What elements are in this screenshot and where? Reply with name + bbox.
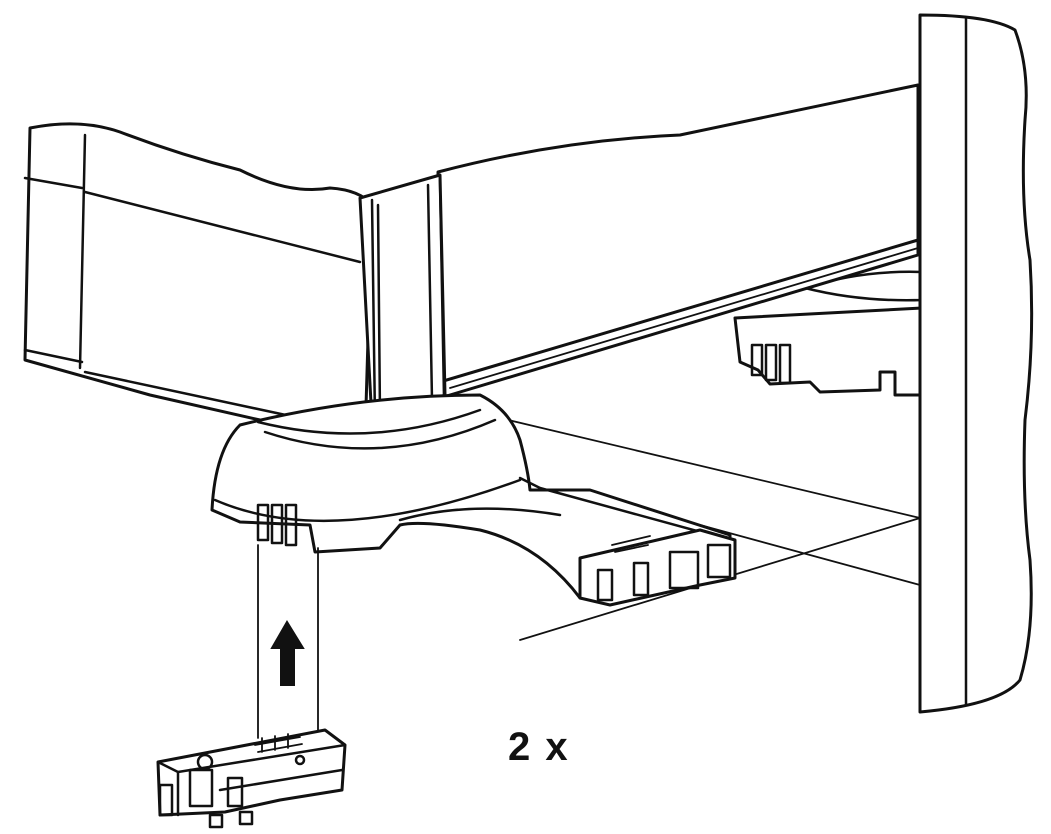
front-rail — [23, 122, 374, 442]
arrow-up-icon — [270, 620, 305, 686]
front-foot — [210, 393, 737, 607]
corner-connector — [358, 173, 447, 424]
glide-clip — [156, 728, 347, 829]
quantity-label: 2 x — [508, 725, 570, 769]
upright-panel — [918, 13, 1034, 714]
guide-lines — [257, 544, 319, 739]
side-rail — [436, 83, 920, 400]
